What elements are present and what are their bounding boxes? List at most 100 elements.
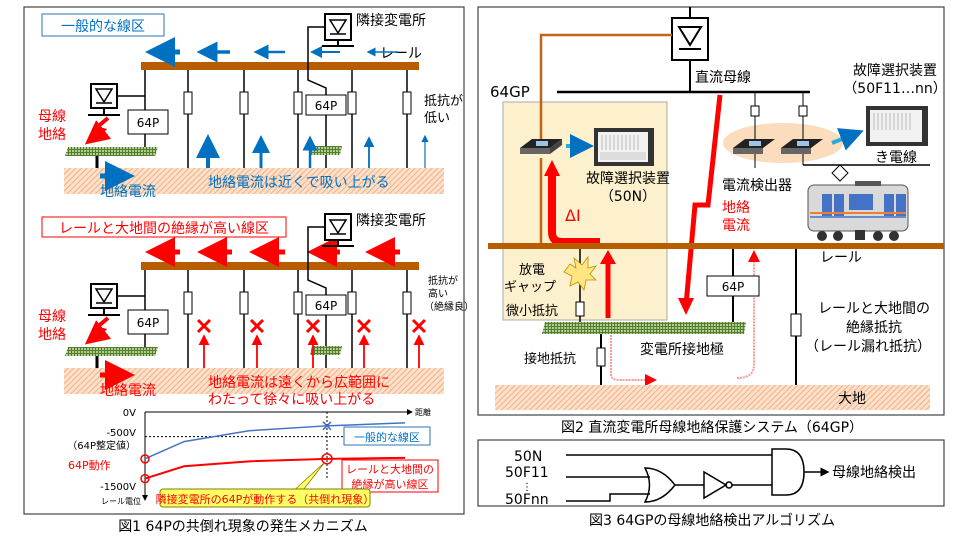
- feeder-breaker-1: [750, 92, 760, 168]
- lightning-fault-icon: [84, 316, 112, 345]
- fig1-frame: [23, 6, 465, 515]
- fault-label-line2: 地絡: [38, 327, 66, 343]
- fig1-top-scenario: 一般的な線区 レール 64P 母線 地絡: [38, 12, 463, 200]
- blocked-arrow: [196, 318, 212, 368]
- y-tick-1500v: -1500V: [100, 482, 136, 493]
- blocked-arrow: [411, 318, 427, 368]
- ground-resistor: [596, 347, 606, 367]
- current-detector-icon: [733, 139, 775, 154]
- small-resistance-label: 微小抵抗: [506, 304, 558, 319]
- resistance-note-1: 抵抗が: [428, 274, 458, 287]
- fault-selector-50n-line1: 故障選択装置: [586, 171, 670, 187]
- label-general-line: 一般的な線区: [61, 19, 145, 35]
- rail-insulation-line3: （レール漏れ抵抗）: [805, 339, 931, 355]
- fault-selector-50f-icon: [866, 106, 928, 146]
- ground-electrode: [65, 147, 158, 156]
- fault-label-line1: 母線: [38, 309, 66, 325]
- blocked-arrow: [305, 318, 321, 368]
- neighbor-rectifier-icon: [307, 13, 354, 95]
- fault-selector-50n-line2: （50N）: [600, 189, 656, 205]
- rail: [488, 243, 944, 249]
- fig1-caption: 図1 64Pの共倒れ現象の発生メカニズム: [118, 519, 368, 535]
- input-50f11: 50F11: [505, 465, 549, 481]
- fault-label-line1: 母線: [38, 109, 66, 125]
- bus-to-detector-wire: [539, 33, 672, 145]
- logic-circuit: [566, 448, 830, 503]
- discharge-gap-line2: ギャップ: [504, 280, 556, 295]
- rail-potential-chart: 距離 0V -500V （64P整定値） -1500V レール電位 64P動作 …: [67, 407, 439, 508]
- ground-current-line2: 電流: [722, 218, 750, 234]
- rail-label: レール: [380, 46, 422, 62]
- callout-box: [159, 488, 371, 508]
- ground-electrode: [65, 347, 158, 356]
- rail-insulation-line2: 絶縁抵抗: [846, 320, 902, 336]
- fig3-frame: [477, 439, 945, 507]
- relay-64p-label: 64P: [137, 316, 160, 330]
- delta-i-current: [548, 172, 600, 246]
- rail: [141, 62, 419, 70]
- discharge-gap-spark-icon: [563, 255, 597, 291]
- input-50fnn: 50Fnn: [505, 492, 549, 508]
- fig2-caption: 図2 直流変電所母線地絡保護システム（64GP）: [561, 419, 863, 436]
- leakage-resistors: [183, 270, 412, 368]
- earth-band: [495, 385, 930, 410]
- ground-fault-current-path: [683, 94, 723, 306]
- blocked-arrow: [249, 318, 265, 368]
- discharge-gap-line1: 放電: [519, 263, 545, 278]
- output-label: 母線地絡検出: [832, 465, 916, 481]
- small-resistor: [575, 301, 585, 317]
- ground-current-label: 地絡電流: [100, 383, 156, 399]
- resistance-note-2: 高い: [428, 287, 448, 300]
- neighbor-substation-label: 隣接変電所: [356, 12, 426, 29]
- trip-label: 64P動作: [68, 458, 111, 472]
- trip-point-marker: [140, 454, 150, 464]
- y-tick-500v: -500V: [106, 428, 136, 439]
- relay-64p-box: [706, 275, 760, 297]
- ground-current-line1: 地絡: [722, 200, 750, 216]
- rectifier-icon: [88, 83, 145, 116]
- cross-marker: [322, 421, 332, 431]
- legend-high-insulation-line2: 絶縁が高い線区: [352, 477, 429, 491]
- series-line-high-insulation: [144, 456, 406, 480]
- not-gate: [703, 470, 728, 500]
- relay-64p-box: [127, 309, 169, 335]
- ground-electrode-label: 変電所接地極: [640, 341, 724, 358]
- and-gate: [771, 448, 805, 496]
- trip-point-marker: [140, 473, 150, 484]
- substation-ground-electrode: [542, 322, 746, 334]
- leakage-resistors: [183, 70, 412, 168]
- legend-high-insulation-line1: レールと大地間の: [346, 462, 434, 476]
- resistance-note-1: 抵抗が: [424, 94, 463, 109]
- relay-64p-label: 64P: [722, 280, 745, 294]
- neighbor-rectifier-icon: [307, 213, 354, 295]
- legend-general-label: 一般的な線区: [354, 430, 420, 444]
- neighbor-relay-label: 64P: [315, 299, 338, 313]
- fig3-caption: 図3 64GPの母線地絡検出アルゴリズム: [589, 512, 835, 529]
- lightning-fault-icon: [84, 116, 112, 145]
- relay-64p-label: 64P: [137, 116, 160, 130]
- fig1-bottom-scenario: レールと大地間の絶縁が高い線区 64P 母線 地絡: [38, 212, 474, 408]
- signal-arrow: [831, 128, 864, 151]
- rail-insulation-resistor: [790, 313, 802, 337]
- ground-note-line1: 地絡電流は遠くから広範囲に: [208, 374, 390, 391]
- label-high-insulation: レールと大地間の絶縁が高い線区: [59, 220, 269, 237]
- suction-arrows: [196, 134, 429, 168]
- feeder-label: き電線: [875, 150, 917, 166]
- input-ellipsis: ⋮: [522, 482, 532, 493]
- leak-return-arrow: [736, 250, 760, 379]
- neighbor-substation-label: 隣接変電所: [356, 212, 426, 229]
- ground-current-label: 地絡電流: [100, 184, 156, 200]
- blocked-arrow: [356, 318, 372, 368]
- train-icon: [807, 164, 909, 241]
- label-64gp: 64GP: [490, 83, 530, 101]
- or-gate: [643, 467, 676, 503]
- resistance-note-3: （絶縁良）: [424, 300, 474, 313]
- delta-i-label: ΔI: [565, 206, 581, 225]
- rectifier-icon: [671, 7, 709, 92]
- neighbor-relay-label: 64P: [315, 99, 338, 113]
- y-tick-0v: 0V: [123, 408, 136, 419]
- rail-label: レール: [820, 250, 862, 266]
- series-line-general: [144, 422, 406, 460]
- dc-bus-label: 直流母線: [695, 69, 751, 86]
